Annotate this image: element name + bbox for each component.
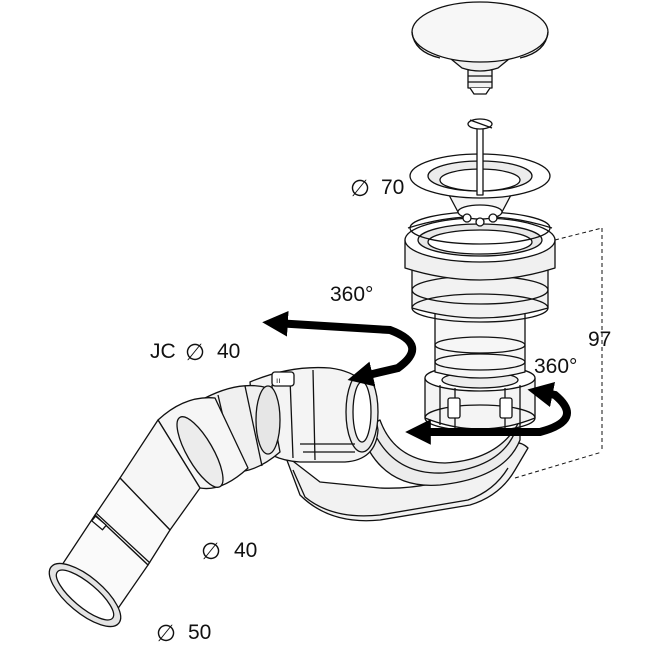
stopper-stem: [467, 118, 493, 196]
svg-text:ıı: ıı: [276, 376, 280, 385]
drain-body: [404, 211, 556, 432]
swivel-elbow: ıı: [204, 366, 379, 473]
diameter-symbol: ∅: [350, 175, 370, 201]
label-stopper-diameter: ∅ 70: [350, 175, 404, 201]
height-label: 97: [588, 328, 611, 351]
rotation-top-label: 360°: [330, 283, 373, 306]
outlet-pipe: [48, 397, 249, 628]
height-dimension-lines: [514, 227, 603, 479]
pipe-inner-diameter-value: 40: [234, 539, 257, 562]
pipe-outer-diameter-value: 50: [188, 621, 211, 644]
rotation-right-label: 360°: [534, 355, 577, 378]
stopper-diameter-value: 70: [381, 176, 404, 199]
diameter-symbol: ∅: [156, 620, 176, 646]
label-pipe-outer: ∅ 50: [156, 620, 211, 646]
label-outlet: JC ∅ 40: [150, 339, 240, 365]
outlet-prefix-label: JC: [150, 340, 176, 363]
rotation-arrow-top: [262, 311, 417, 387]
outlet-diameter-value: 40: [217, 340, 240, 363]
diameter-symbol: ∅: [185, 339, 205, 365]
label-pipe-inner: ∅ 40: [201, 538, 257, 564]
diameter-symbol: ∅: [201, 538, 221, 564]
stopper-cap: [411, 1, 549, 95]
rotation-arrow-right: [405, 381, 571, 445]
